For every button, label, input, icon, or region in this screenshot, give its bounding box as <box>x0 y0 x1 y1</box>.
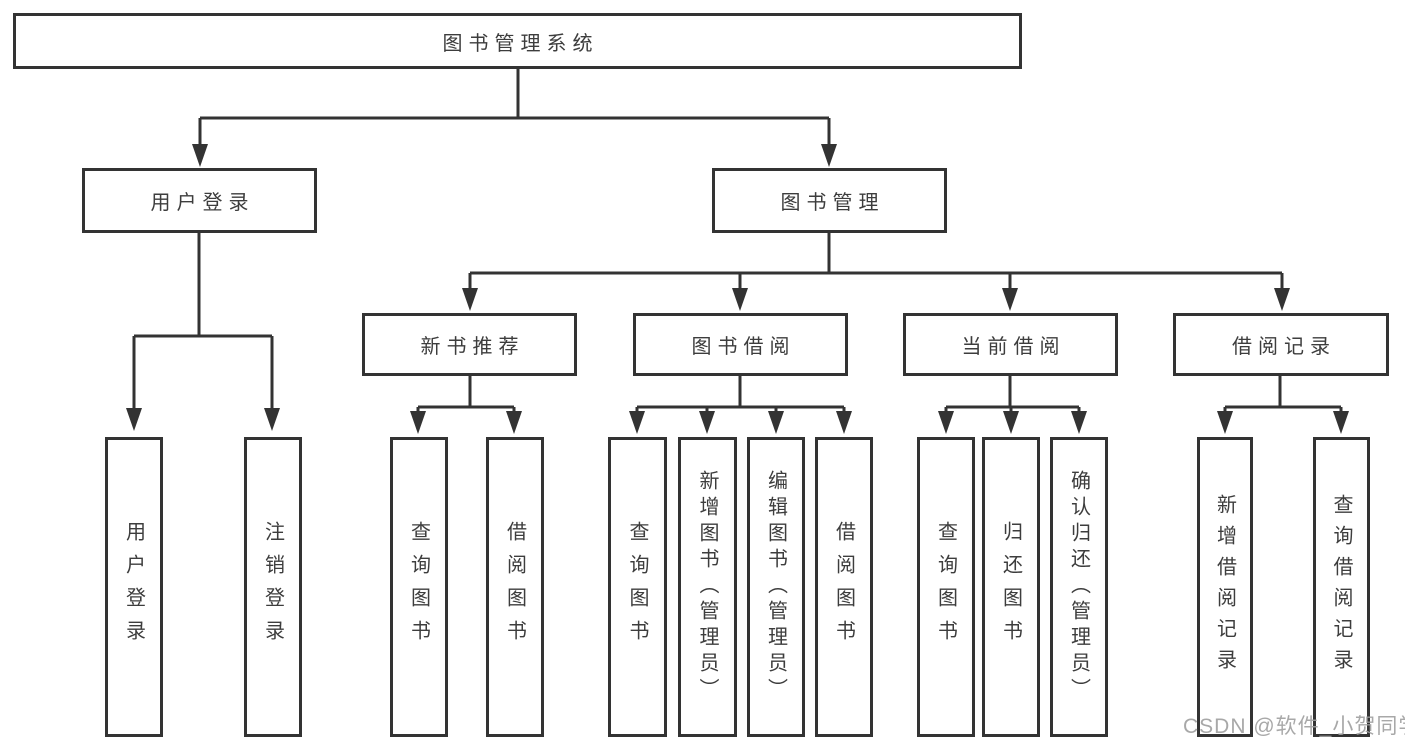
node-label: 图书借阅 <box>691 336 796 358</box>
node-current-borrowing: 当前借阅 <box>903 313 1118 376</box>
node-label: 新增借阅记录 <box>1213 494 1236 680</box>
node-label: 用户登录 <box>150 192 255 214</box>
node-borrow-books-borrowing: 借阅图书 <box>815 437 873 737</box>
node-return-books: 归还图书 <box>982 437 1040 737</box>
node-label: 图书管理系统 <box>442 32 599 55</box>
node-query-books-recommend: 查询图书 <box>390 437 448 737</box>
node-confirm-return-admin: 确认归还（管理员） <box>1050 437 1108 737</box>
node-label: 查询图书 <box>407 521 430 653</box>
node-label: 借阅图书 <box>832 521 855 653</box>
node-label: 新书推荐 <box>420 336 525 358</box>
node-book-management: 图书管理 <box>712 168 947 233</box>
node-query-books-borrowing: 查询图书 <box>608 437 667 737</box>
node-label: 注销登录 <box>261 521 284 653</box>
node-query-books-current: 查询图书 <box>917 437 975 737</box>
node-borrowing-records: 借阅记录 <box>1173 313 1389 376</box>
node-borrow-books-recommend: 借阅图书 <box>486 437 544 737</box>
node-logout: 注销登录 <box>244 437 302 737</box>
node-user-login-leaf: 用户登录 <box>105 437 163 737</box>
node-book-borrowing: 图书借阅 <box>633 313 848 376</box>
node-label: 查询图书 <box>626 521 648 653</box>
node-new-book-recommendation: 新书推荐 <box>362 313 577 376</box>
node-library-management-system: 图书管理系统 <box>13 13 1022 69</box>
node-label: 确认归还（管理员） <box>1067 470 1090 704</box>
node-add-books-admin: 新增图书（管理员） <box>678 437 737 737</box>
node-label: 编辑图书（管理员） <box>764 470 787 704</box>
node-label: 借阅记录 <box>1232 336 1336 358</box>
node-label: 图书管理 <box>780 192 885 214</box>
node-label: 归还图书 <box>999 521 1022 653</box>
node-label: 当前借阅 <box>961 336 1066 358</box>
node-label: 查询图书 <box>934 521 957 653</box>
node-label: 用户登录 <box>122 521 145 653</box>
node-add-borrow-record: 新增借阅记录 <box>1197 437 1253 737</box>
node-label: 借阅图书 <box>503 521 526 653</box>
node-label: 查询借阅记录 <box>1330 494 1352 680</box>
node-user-login: 用户登录 <box>82 168 317 233</box>
node-label: 新增图书（管理员） <box>696 470 718 704</box>
node-query-borrow-record: 查询借阅记录 <box>1313 437 1370 737</box>
node-edit-books-admin: 编辑图书（管理员） <box>747 437 805 737</box>
watermark: CSDN @软件_小贺同学 <box>1183 715 1405 738</box>
